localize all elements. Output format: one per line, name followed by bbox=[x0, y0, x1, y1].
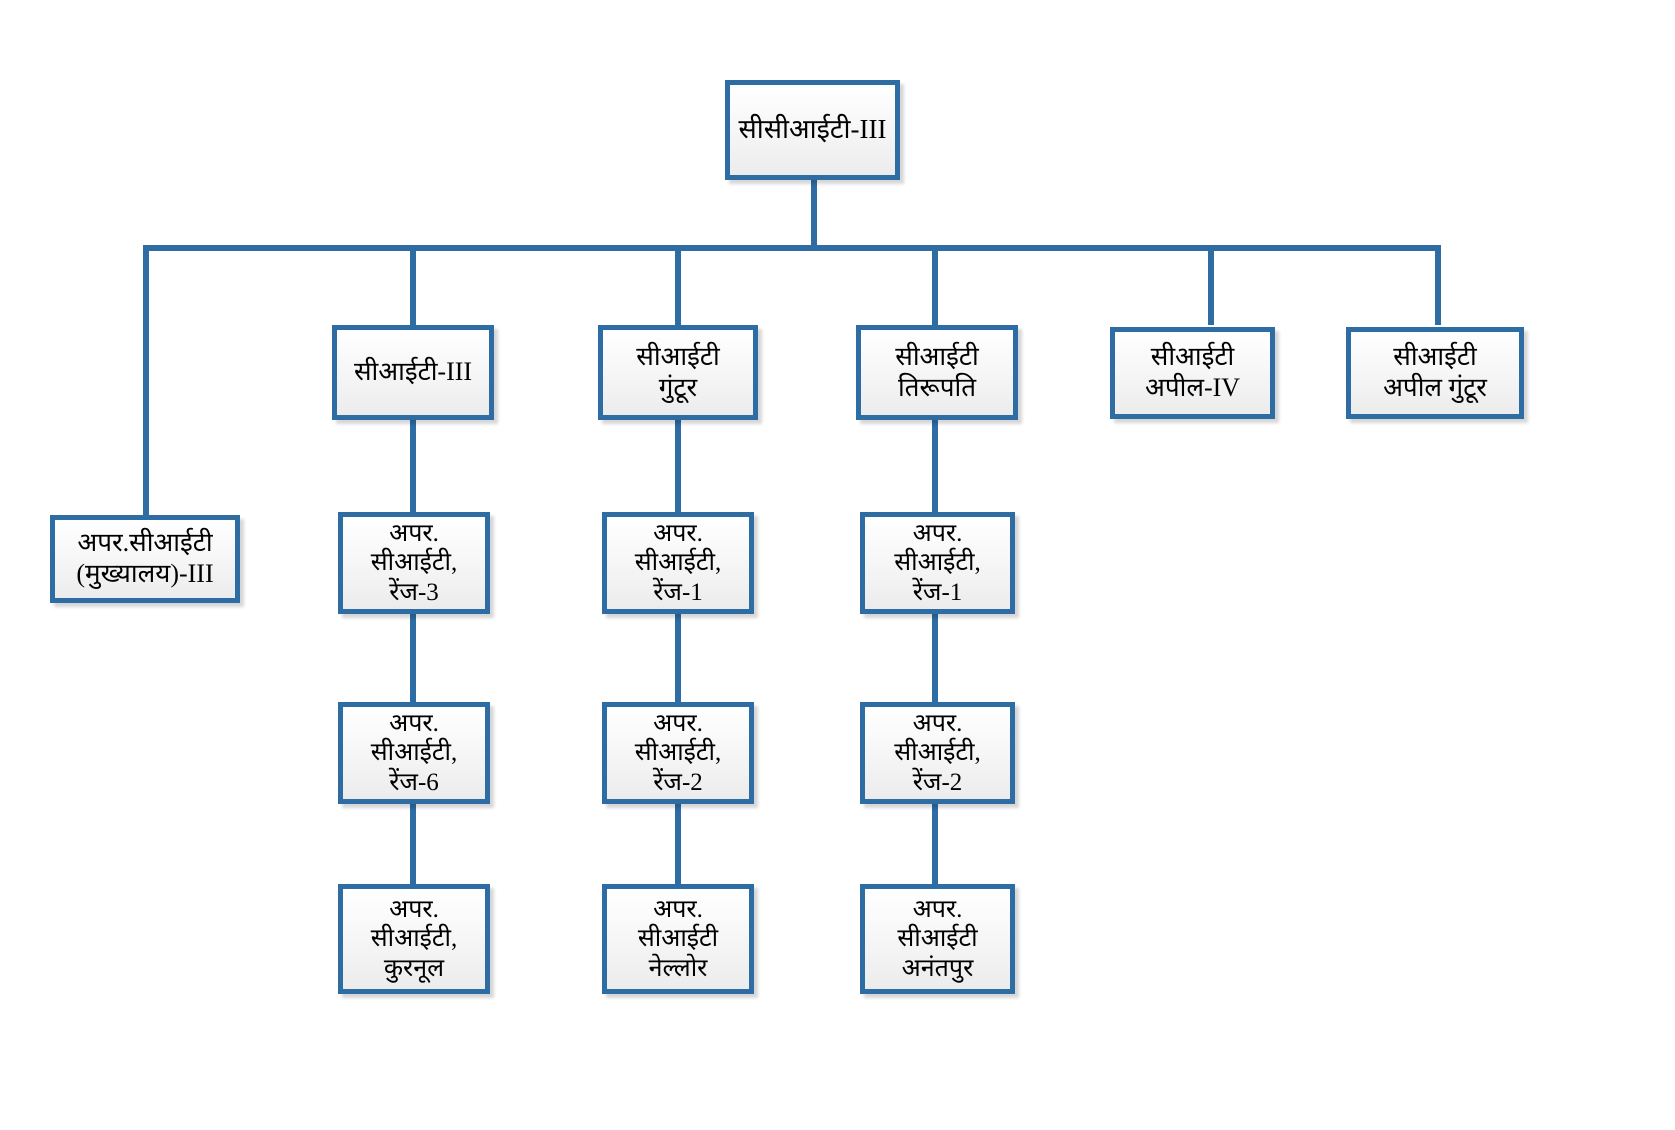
connector-main-bus bbox=[143, 245, 1441, 251]
connector-drop-cit-appeal-guntur bbox=[1435, 245, 1441, 325]
connector-trange1-to-trange2 bbox=[932, 612, 938, 704]
node-addl-cit-anantapur[interactable]: अपर. सीआईटी अनंतपुर bbox=[860, 884, 1015, 994]
node-label: अपर. सीआईटी, रेंज-6 bbox=[370, 709, 458, 796]
node-addl-cit-nellore[interactable]: अपर. सीआईटी नेल्लोर bbox=[602, 884, 754, 994]
node-addl-cit-range-3[interactable]: अपर. सीआईटी, रेंज-3 bbox=[338, 512, 490, 614]
node-label: अपर. सीआईटी नेल्लोर bbox=[637, 895, 719, 982]
node-addl-cit-t-range-2[interactable]: अपर. सीआईटी, रेंज-2 bbox=[860, 702, 1015, 804]
connector-cit3-to-range3 bbox=[410, 418, 416, 516]
connector-drop-cit-appeal-4 bbox=[1208, 245, 1214, 325]
node-label: अपर. सीआईटी, रेंज-1 bbox=[894, 519, 981, 606]
node-cit-guntur[interactable]: सीआईटी गुंटूर bbox=[598, 325, 758, 420]
node-label: अपर. सीआईटी, कुरनूल bbox=[370, 895, 458, 982]
node-label: अपर. सीआईटी, रेंज-1 bbox=[634, 519, 722, 606]
node-label: अपर.सीआईटी (मुख्यालय)-III bbox=[76, 528, 214, 588]
connector-guntur-to-range1 bbox=[675, 418, 681, 516]
connector-drop-hq bbox=[143, 245, 149, 550]
node-cit-appeal-4[interactable]: सीआईटी अपील-IV bbox=[1110, 327, 1275, 419]
connector-range3-to-range6 bbox=[410, 612, 416, 704]
connector-tirupati-to-range1 bbox=[932, 418, 938, 516]
node-label: अपर. सीआईटी, रेंज-3 bbox=[370, 519, 458, 606]
node-label: अपर. सीआईटी अनंतपुर bbox=[897, 895, 978, 982]
node-label: सीआईटी-III bbox=[353, 357, 473, 387]
node-addl-cit-t-range-1[interactable]: अपर. सीआईटी, रेंज-1 bbox=[860, 512, 1015, 614]
node-addl-cit-range-6[interactable]: अपर. सीआईटी, रेंज-6 bbox=[338, 702, 490, 804]
node-cit-tirupati[interactable]: सीआईटी तिरूपति bbox=[856, 325, 1018, 420]
node-label: सीआईटी गुंटूर bbox=[636, 341, 720, 402]
connector-trange2-to-anantapur bbox=[932, 800, 938, 886]
node-cit-appeal-guntur[interactable]: सीआईटी अपील गुंटूर bbox=[1346, 327, 1524, 419]
connector-drop-cit-3 bbox=[410, 245, 416, 325]
connector-drop-cit-tirupati bbox=[932, 245, 938, 325]
connector-root-stem bbox=[811, 178, 817, 248]
connector-range6-to-kurnool bbox=[410, 800, 416, 886]
node-addl-cit-kurnool[interactable]: अपर. सीआईटी, कुरनूल bbox=[338, 884, 490, 994]
connector-grange1-to-grange2 bbox=[675, 612, 681, 704]
node-addl-cit-hq-3[interactable]: अपर.सीआईटी (मुख्यालय)-III bbox=[50, 515, 240, 603]
node-label: सीआईटी तिरूपति bbox=[895, 341, 979, 402]
node-cit-3[interactable]: सीआईटी-III bbox=[332, 325, 494, 420]
node-ccit-3[interactable]: सीसीआईटी-III bbox=[725, 80, 900, 180]
node-label: सीआईटी अपील-IV bbox=[1144, 342, 1241, 402]
connector-drop-cit-guntur bbox=[675, 245, 681, 325]
node-addl-cit-g-range-1[interactable]: अपर. सीआईटी, रेंज-1 bbox=[602, 512, 754, 614]
node-label: अपर. सीआईटी, रेंज-2 bbox=[634, 709, 722, 796]
connector-grange2-to-nellore bbox=[675, 800, 681, 886]
node-label: सीआईटी अपील गुंटूर bbox=[1383, 342, 1487, 402]
node-addl-cit-g-range-2[interactable]: अपर. सीआईटी, रेंज-2 bbox=[602, 702, 754, 804]
node-label: सीसीआईटी-III bbox=[738, 114, 887, 145]
node-label: अपर. सीआईटी, रेंज-2 bbox=[894, 709, 981, 796]
